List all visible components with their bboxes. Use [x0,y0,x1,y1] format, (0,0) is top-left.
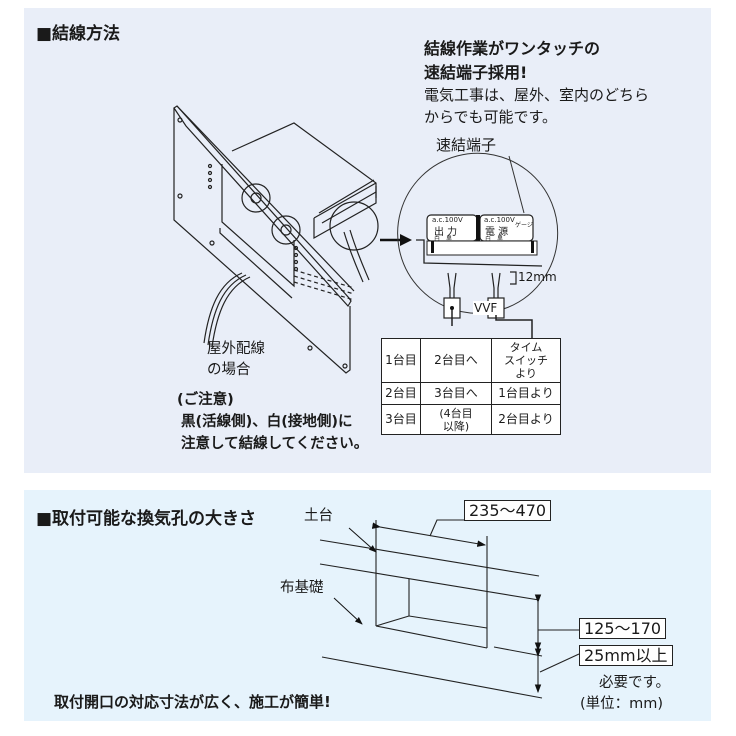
wiring-heading: ■結線方法 [36,24,121,44]
headline-line-1: 結線作業がワンタッチの [424,39,601,58]
power-color-label: 白 黒 [485,236,504,243]
outdoor-wiring-line-1: 屋外配線 [207,341,265,357]
output-voltage-label: a.c.100V [432,216,463,224]
vent-hole-heading: ■取付可能な換気孔の大きさ [36,509,257,529]
table-cell: 1台目より [491,382,561,405]
vent-hole-illustration [319,519,580,699]
vent-hole-panel: ■取付可能な換気孔の大きさ 土台 布基礎 [24,490,711,721]
foundation-label: 布基礎 [280,580,324,596]
unit-note: (単位：mm) [580,696,664,712]
table-cell: (4台目 以降) [420,404,492,435]
wiring-panel: ■結線方法 結線作業がワンタッチの 速結端子採用! 電気工事は、屋外、室内のどち… [24,8,711,473]
clearance-box: 25mm以上 [579,645,673,666]
table-cell: 2台目より [491,404,561,435]
terminal-block [426,214,538,256]
zoom-arrow [380,234,412,246]
power-label: 電 源 [485,227,509,238]
connection-table: 1台目 2台目へ タイム スイッチ より 2台目 3台目へ 1台目より 3台目 … [381,338,561,435]
clearance-note: 必要です。 [599,675,671,691]
cable-type-label: VVF [473,301,499,315]
width-range-box: 235〜470 [464,500,552,521]
caution-line-2: 注意して結線してください。 [181,436,369,452]
table-cell: 2台目 [381,382,421,405]
table-cell: 3台目 [381,404,421,435]
note-line-1: 電気工事は、屋外、室内のどちら [424,86,650,104]
height-range-box: 125〜170 [579,618,667,639]
note-line-2: からでも可能です。 [424,108,558,126]
foundation-arrow [333,597,363,625]
table-cell: 3台目へ [420,382,492,405]
sill-label: 土台 [304,508,333,524]
footer-note: 取付開口の対応寸法が広く、施工が簡単! [54,693,331,711]
fan-unit-illustration [173,105,379,374]
caution-title: (ご注意) [177,392,234,408]
terminal-label: 速結端子 [436,136,497,154]
power-voltage-label: a.c.100V [484,216,515,224]
outdoor-wiring-line-2: の場合 [207,362,251,378]
table-row: 1台目 2台目へ タイム スイッチ より [381,338,561,383]
output-label: 出 力 [434,227,458,238]
caution-line-1: 黒(活線側)、白(接地側)に [181,414,353,430]
table-row: 3台目 (4台目 以降) 2台目より [381,404,561,435]
headline-line-2: 速結端子採用! [424,63,528,82]
sill-arrow [348,527,377,553]
gauge-label: ゲージ [515,222,533,229]
table-cell: 1台目 [381,338,421,383]
fan-unit-drawing [173,105,559,374]
strip-length-label: 12mm [518,270,557,284]
output-color-label: 白 黒 [434,236,453,243]
table-cell: タイム スイッチ より [491,338,561,383]
table-cell: 2台目へ [420,338,492,383]
table-row: 2台目 3台目へ 1台目より [381,382,561,405]
vent-hole-drawing [319,519,580,699]
